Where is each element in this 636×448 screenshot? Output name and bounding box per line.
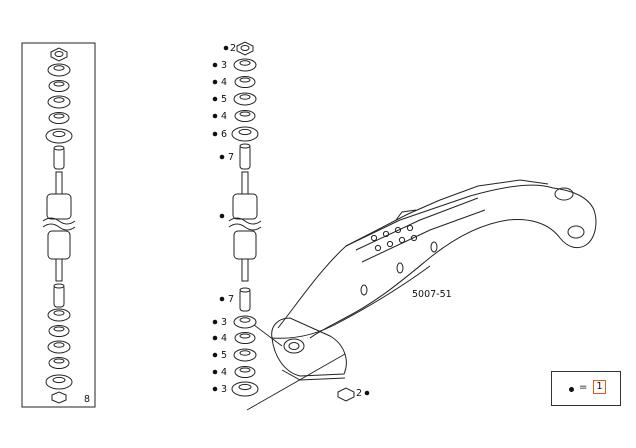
callout-upper-3: 4 [221, 77, 227, 88]
middle-shock-stack [228, 41, 262, 397]
callout-upper-2: 3 [221, 60, 227, 71]
washer-left-1 [47, 63, 71, 77]
callout-bracket-nut: 2 [356, 388, 362, 399]
nut-bottom-left [51, 391, 67, 404]
washer-mid-4 [234, 110, 256, 122]
callout-shock-bullet [219, 213, 225, 219]
nut-top-mid [236, 41, 254, 56]
washer-mid-3 [233, 92, 257, 106]
nut-bracket-bottom [337, 387, 355, 402]
washer-mid-2 [234, 76, 256, 88]
callout-lower-4: 5 [221, 350, 227, 361]
left-shock-stack [42, 47, 76, 404]
callout-upper-4: 5 [221, 94, 227, 105]
washer-left-9 [48, 357, 70, 369]
shock-absorber-left [42, 171, 76, 282]
bushing-left-upper [53, 145, 65, 170]
left-panel-frame [21, 42, 96, 408]
washer-mid-5 [231, 126, 259, 142]
washer-left-5 [45, 128, 73, 144]
callout-upper-7: 7 [228, 152, 234, 163]
washer-left-7 [48, 325, 70, 337]
callout-lower-3: 4 [221, 333, 227, 344]
figure-reference: 5007-51 [412, 289, 452, 300]
callout-bracket-nut-bullet [364, 390, 370, 396]
washer-mid-9 [234, 366, 256, 378]
callouts-upper: 2 3 4 5 4 6 7 [212, 43, 236, 219]
washer-mid-10 [231, 381, 259, 397]
callout-lower-2: 3 [221, 317, 227, 328]
washer-mid-6 [233, 315, 257, 329]
nut-top-left [50, 47, 68, 62]
callout-lower-6: 3 [221, 384, 227, 395]
legend-bullet-icon [569, 387, 574, 392]
washer-left-4 [48, 112, 70, 124]
leader-lines [246, 324, 346, 411]
callout-upper-6: 6 [221, 129, 227, 140]
legend-quantity-link[interactable]: 1 [593, 380, 606, 394]
bushing-mid-upper [239, 143, 251, 170]
washer-left-3 [47, 95, 71, 109]
callouts-lower: 7 3 4 5 4 3 [212, 294, 234, 395]
washer-mid-1 [233, 58, 257, 72]
washer-left-10 [45, 374, 73, 390]
washer-mid-7 [234, 332, 256, 344]
bushing-mid-lower [239, 287, 251, 312]
callout-upper-1: 2 [230, 43, 236, 54]
washer-mid-8 [233, 348, 257, 362]
left-panel-page-label: 8 [84, 394, 90, 405]
washer-left-8 [47, 340, 71, 354]
legend-box: = 1 [551, 371, 621, 406]
washer-left-2 [48, 80, 70, 92]
shock-absorber-mid [228, 171, 262, 282]
washer-left-6 [47, 308, 71, 322]
bushing-left-lower [53, 283, 65, 308]
callout-upper-5: 4 [221, 111, 227, 122]
legend-equals: = [579, 382, 588, 393]
axle-subframe [271, 179, 597, 381]
callout-lower-1: 7 [228, 294, 234, 305]
callout-lower-5: 4 [221, 367, 227, 378]
